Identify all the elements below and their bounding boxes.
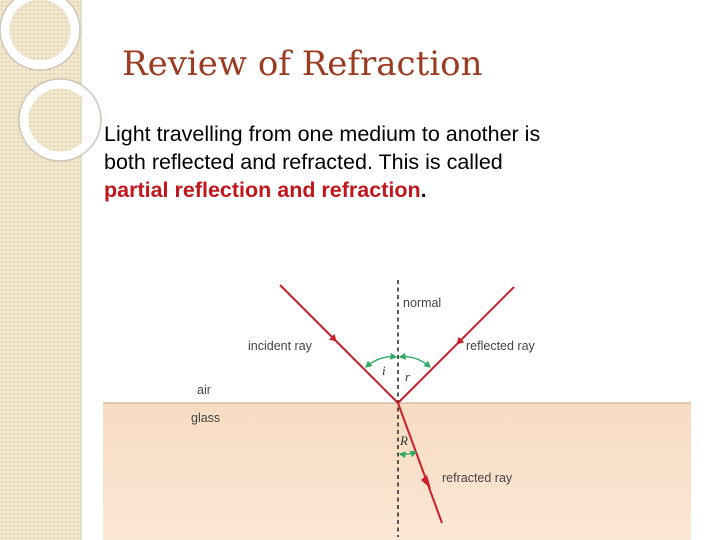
emphasis-period: . [420, 178, 427, 202]
reflected-ray [397, 286, 515, 404]
angle-of-refraction-symbol: R [399, 433, 408, 448]
ring-top [0, 0, 80, 70]
refracted-ray-label: refracted ray [442, 471, 513, 485]
reflection-angle-arc [398, 352, 432, 368]
incident-ray [279, 284, 399, 404]
glass-medium [103, 403, 691, 540]
decorative-rings [0, 0, 102, 162]
ring-bottom-shadow [18, 78, 102, 162]
refraction-angle-arc [398, 450, 418, 459]
body-line-2: both reflected and refracted. This is ca… [104, 150, 503, 174]
glass-label: glass [191, 411, 220, 425]
angle-of-incidence-symbol: i [382, 363, 386, 378]
normal-label: normal [403, 296, 441, 310]
refracted-ray-arrow [421, 475, 431, 489]
reflected-ray-label: reflected ray [466, 339, 536, 353]
refracted-ray [397, 402, 443, 524]
ring-bottom [19, 79, 101, 161]
incident-ray-arrow [329, 334, 337, 342]
incidence-angle-arc [364, 352, 398, 368]
slide-title: Review of Refraction [122, 44, 483, 84]
reflected-ray-arrow [456, 336, 465, 345]
body-line-1: Light travelling from one medium to anot… [104, 122, 541, 146]
angle-of-reflection-symbol: r [405, 369, 411, 384]
slide-body-text: Light travelling from one medium to anot… [104, 120, 704, 204]
refraction-diagram: normal incident ray reflected ray air gl… [103, 280, 691, 540]
incident-ray-label: incident ray [248, 339, 313, 353]
ring-top-shadow [0, 0, 81, 71]
air-label: air [197, 383, 211, 397]
emphasis-text: partial reflection and refraction [104, 178, 421, 202]
